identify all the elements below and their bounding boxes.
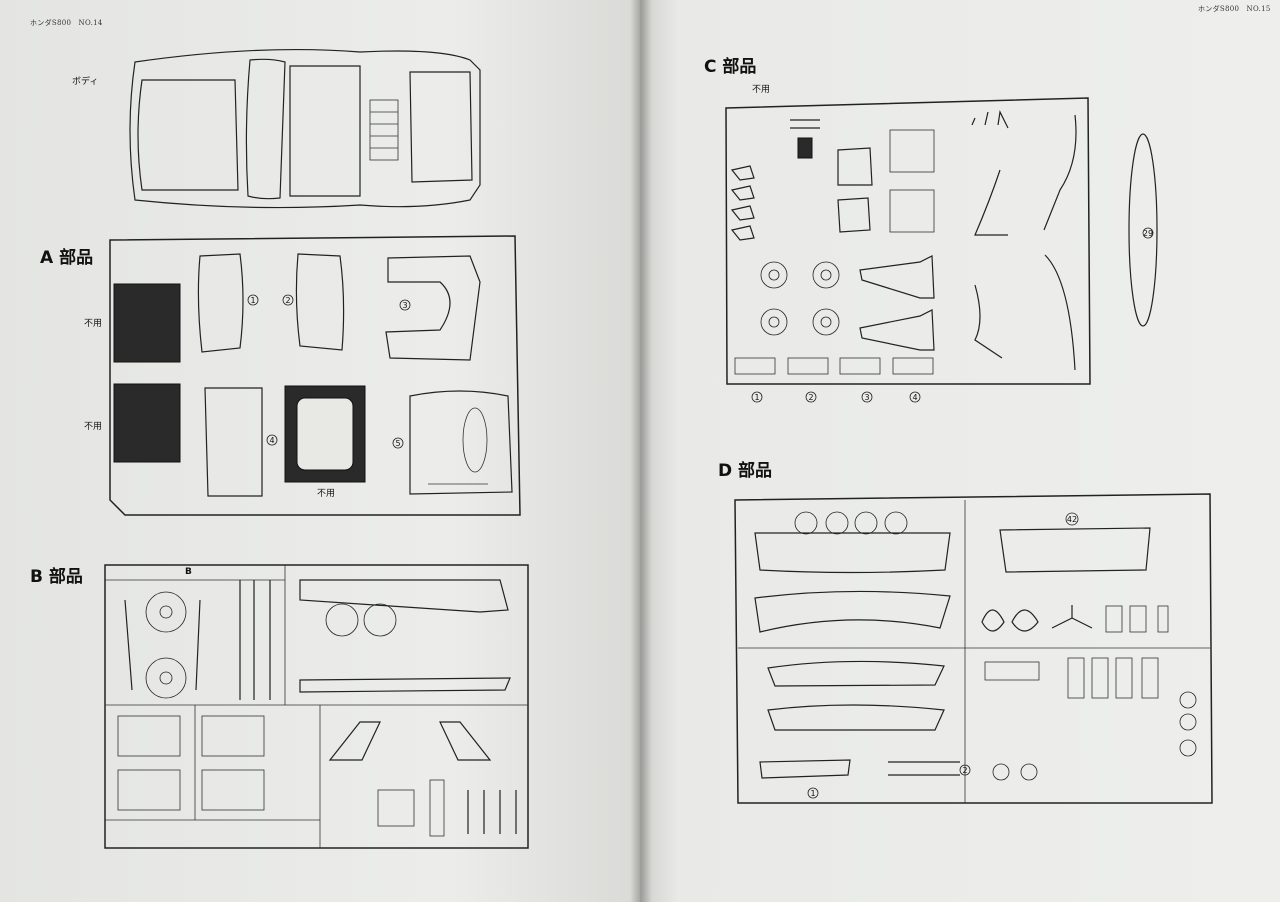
- sprue-b-frame: [104, 564, 529, 849]
- page-gutter: [630, 0, 652, 902]
- svg-text:1: 1: [754, 393, 759, 402]
- section-d-title: D 部品: [718, 461, 773, 481]
- unused-label-1: 不用: [84, 319, 103, 329]
- sprue-d-frame: [734, 493, 1213, 804]
- svg-text:2: 2: [285, 296, 290, 305]
- left-page-header: ホンダS800 NO.14: [30, 19, 103, 27]
- svg-text:42: 42: [1067, 515, 1077, 524]
- svg-text:3: 3: [864, 393, 869, 402]
- svg-text:1: 1: [250, 296, 255, 305]
- unused-label-2: 不用: [84, 422, 103, 432]
- unused-label-3: 不用: [317, 489, 336, 499]
- svg-text:3: 3: [402, 301, 407, 310]
- svg-text:2: 2: [808, 393, 813, 402]
- svg-text:29: 29: [1143, 229, 1153, 238]
- part-callouts: 1 2 3 4 5 1 2 3 4 29 42 1 2: [247, 227, 1154, 799]
- svg-text:5: 5: [395, 439, 400, 448]
- svg-text:4: 4: [269, 436, 274, 445]
- section-b-title: B 部品: [30, 567, 83, 587]
- right-page: [640, 0, 1280, 902]
- sprue-c-frame: [725, 97, 1158, 385]
- b-box-letter: B: [185, 567, 192, 577]
- section-a-title: A 部品: [40, 248, 94, 268]
- unused-label-c: 不用: [752, 85, 771, 95]
- svg-text:2: 2: [962, 766, 967, 775]
- body-label: ボディ: [72, 77, 99, 87]
- svg-text:1: 1: [810, 789, 815, 798]
- right-page-header: ホンダS800 NO.15: [1198, 5, 1271, 13]
- svg-text:4: 4: [912, 393, 917, 402]
- car-body-drawing: [129, 48, 481, 209]
- section-c-title: C 部品: [704, 57, 757, 77]
- sprue-a-frame: [109, 235, 521, 516]
